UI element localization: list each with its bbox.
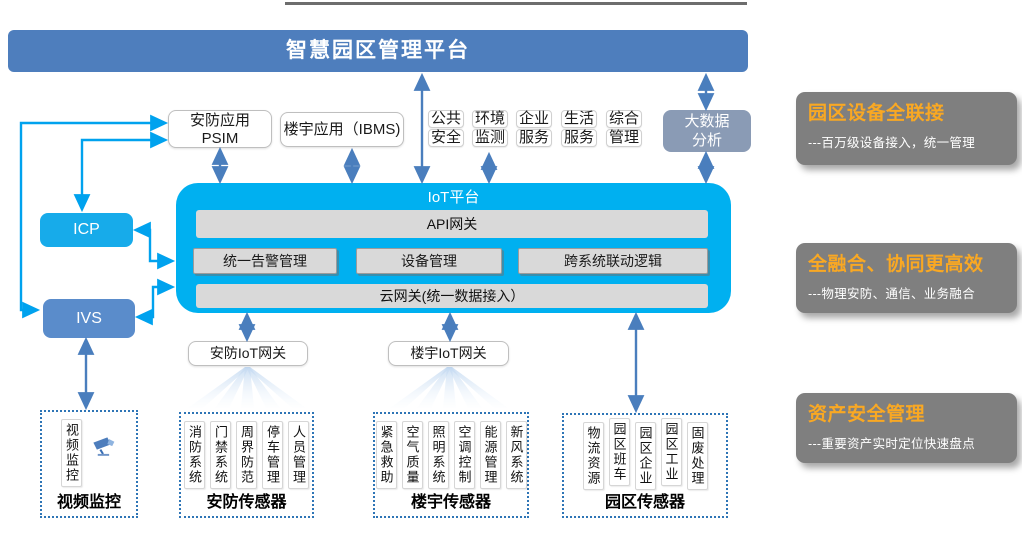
service-text: 服务 — [516, 129, 552, 147]
sensor-group-label: 楼宇传感器 — [410, 494, 491, 511]
sensor-group-park: 物流资源 园区班车 园区企业 园区工业 固废处理 园区传感器 — [562, 413, 728, 518]
sensor-column: 空调控制 — [453, 421, 475, 489]
sensor-column: 消防系统 — [184, 421, 205, 489]
service-label-comprehensive: 综合 管理 — [606, 110, 642, 148]
sensor-column: 视频监控 — [61, 419, 82, 487]
gateway-fan-building — [390, 367, 508, 408]
service-text: 企业 — [516, 110, 552, 128]
benefit-card-convergence: 全融合、协同更高效 ---物理安防、通信、业务融合 — [796, 243, 1017, 313]
module-cross-system-linkage: 跨系统联动逻辑 — [518, 248, 708, 274]
cctv-camera-icon — [93, 437, 115, 456]
gateway-fan-security — [188, 367, 306, 408]
benefit-card-device-connection: 园区设备全联接 ---百万级设备接入，统一管理 — [796, 92, 1017, 165]
service-label-living: 生活 服务 — [561, 110, 597, 148]
sensor-group-label: 园区传感器 — [604, 494, 685, 511]
service-label-enterprise: 企业 服务 — [516, 110, 552, 148]
service-text: 服务 — [561, 129, 597, 147]
sensor-column: 能源管理 — [479, 421, 501, 489]
iot-platform-title: IoT平台 — [427, 189, 480, 206]
bigdata-label-line1: 大数据 — [684, 113, 730, 130]
module-alarm-management: 统一告警管理 — [193, 248, 337, 274]
service-text: 环境 — [472, 110, 508, 128]
iot-platform-container: IoT平台 API网关 统一告警管理 设备管理 跨系统联动逻辑 云网关(统一数据… — [176, 183, 731, 313]
sensor-group-label: 安防传感器 — [206, 494, 287, 511]
building-iot-gateway-box: 楼宇IoT网关 — [388, 341, 509, 366]
service-text: 管理 — [606, 129, 642, 147]
sensor-column: 园区工业 — [660, 418, 682, 486]
benefit-title: 园区设备全联接 — [808, 103, 945, 124]
sensor-column: 人员管理 — [288, 421, 309, 489]
sensor-column: 空气质量 — [401, 421, 423, 489]
benefit-desc: ---重要资产实时定位快速盘点 — [808, 437, 975, 451]
sensor-column: 门禁系统 — [210, 421, 231, 489]
psim-app-box: 安防应用 PSIM — [168, 110, 272, 148]
bigdata-label-line2: 分析 — [691, 132, 722, 149]
sensor-column: 园区班车 — [608, 418, 630, 486]
benefit-desc: ---物理安防、通信、业务融合 — [808, 287, 975, 301]
sensor-group-security: 消防系统 门禁系统 周界防范 停车管理 人员管理 安防传感器 — [179, 412, 314, 518]
sensor-group-label: 视频监控 — [56, 494, 121, 511]
ibms-app-box: 楼宇应用（IBMS) — [280, 112, 404, 147]
benefit-title: 全融合、协同更高效 — [808, 254, 984, 275]
api-gateway-bar: API网关 — [196, 210, 708, 238]
sensor-column: 紧急救助 — [375, 421, 397, 489]
sensor-group-building: 紧急救助 空气质量 照明系统 空调控制 能源管理 新风系统 楼宇传感器 — [373, 412, 529, 518]
service-text: 生活 — [561, 110, 597, 128]
service-text: 综合 — [606, 110, 642, 128]
service-label-public-safety: 公共 安全 — [428, 110, 464, 148]
sensor-column: 固废处理 — [686, 422, 708, 490]
sensor-column: 物流资源 — [582, 422, 604, 490]
sensor-group-video: 视频监控 视频监控 — [40, 410, 138, 518]
sensor-column: 园区企业 — [634, 422, 656, 490]
benefit-card-asset-safety: 资产安全管理 ---重要资产实时定位快速盘点 — [796, 393, 1017, 463]
ibms-app-label: 楼宇应用（IBMS) — [283, 121, 401, 138]
ivs-node: IVS — [43, 299, 135, 338]
module-device-management: 设备管理 — [356, 248, 502, 274]
sensor-column: 新风系统 — [505, 421, 527, 489]
benefit-desc: ---百万级设备接入，统一管理 — [808, 136, 975, 150]
bigdata-analysis-box: 大数据 分析 — [663, 110, 751, 152]
service-text: 公共 — [428, 110, 464, 128]
icp-node: ICP — [40, 213, 133, 247]
platform-banner: 智慧园区管理平台 — [8, 30, 748, 72]
sensor-column: 周界防范 — [236, 421, 257, 489]
slide-top-divider — [285, 2, 747, 5]
service-text: 安全 — [428, 129, 464, 147]
service-text: 监测 — [472, 129, 508, 147]
cloud-gateway-bar: 云网关(统一数据接入） — [196, 284, 708, 308]
sensor-column: 停车管理 — [262, 421, 283, 489]
security-iot-gateway-box: 安防IoT网关 — [188, 341, 308, 366]
service-label-env-monitoring: 环境 监测 — [472, 110, 508, 148]
sensor-column: 照明系统 — [427, 421, 449, 489]
benefit-title: 资产安全管理 — [808, 404, 926, 425]
psim-app-label-line1: 安防应用 — [189, 112, 250, 129]
platform-title: 智慧园区管理平台 — [286, 39, 470, 62]
psim-app-label-line2: PSIM — [201, 130, 239, 147]
